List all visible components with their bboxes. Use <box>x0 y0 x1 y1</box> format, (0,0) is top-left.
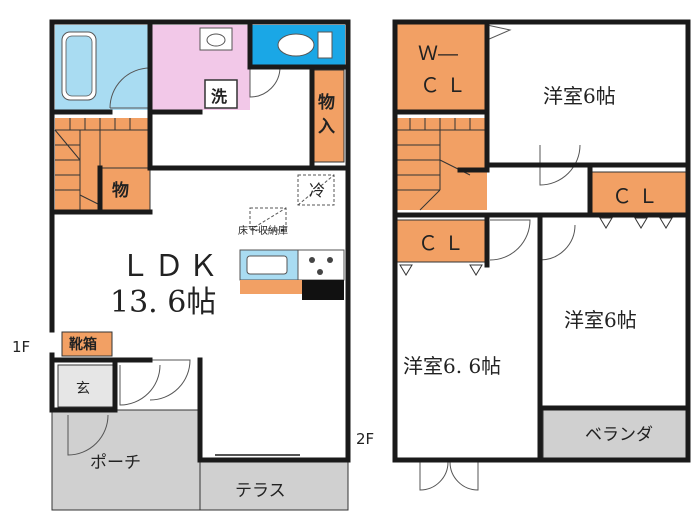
veranda-label: ベランダ <box>585 425 653 445</box>
storage-right-text-2: 入 <box>318 117 335 137</box>
sink <box>199 27 233 51</box>
storage-right-label: 物 入 <box>318 92 341 137</box>
fridge-space <box>297 174 335 206</box>
storage-left-label: 物 <box>112 180 129 201</box>
entrance-label: 玄 <box>76 380 90 397</box>
veranda-area <box>542 409 689 459</box>
walkin-label-1: Ｗ― <box>418 41 458 65</box>
second-floor <box>392 19 691 491</box>
terrace-area <box>199 459 349 511</box>
shoe-box-label: 靴箱 <box>69 336 97 353</box>
closet-left <box>394 219 488 263</box>
washing-machine <box>204 79 238 109</box>
closet-left-label: ＣＬ <box>418 231 470 255</box>
closet-right <box>589 171 689 215</box>
stove <box>297 249 345 281</box>
floor-label-2f: 2F <box>356 430 374 448</box>
room-c-label: 洋室6. 6帖 <box>403 354 501 378</box>
underfloor-storage <box>249 207 287 231</box>
shoe-box <box>61 331 113 357</box>
storage-left <box>99 167 151 211</box>
room-b-label: 洋室6帖 <box>564 308 637 332</box>
porch-label: ポーチ <box>90 453 141 473</box>
room-a-label: 洋室6帖 <box>543 84 616 108</box>
storage-right-text: 物 <box>318 92 335 113</box>
storage-right <box>313 69 345 163</box>
ldk-name: ＬＤＫ <box>120 249 222 284</box>
walkin-label-2: ＣＬ <box>420 73 472 97</box>
fridge-label: 冷 <box>309 181 325 200</box>
walkin-closet <box>395 22 487 110</box>
underfloor-label: 床下収納庫 <box>238 224 288 237</box>
terrace-label: テラス <box>235 481 286 501</box>
first-floor <box>49 19 351 511</box>
kitchen-black-block <box>302 280 344 300</box>
porch-area <box>51 409 201 511</box>
floor-label-1f: 1F <box>12 338 30 356</box>
closet-right-label: ＣＬ <box>612 184 664 208</box>
stairs-2f <box>395 118 487 210</box>
entrance-floor <box>57 364 114 408</box>
wash-label: 洗 <box>211 87 227 106</box>
ldk-size: 13. 6帖 <box>110 285 216 320</box>
toilet-icon <box>277 33 315 57</box>
